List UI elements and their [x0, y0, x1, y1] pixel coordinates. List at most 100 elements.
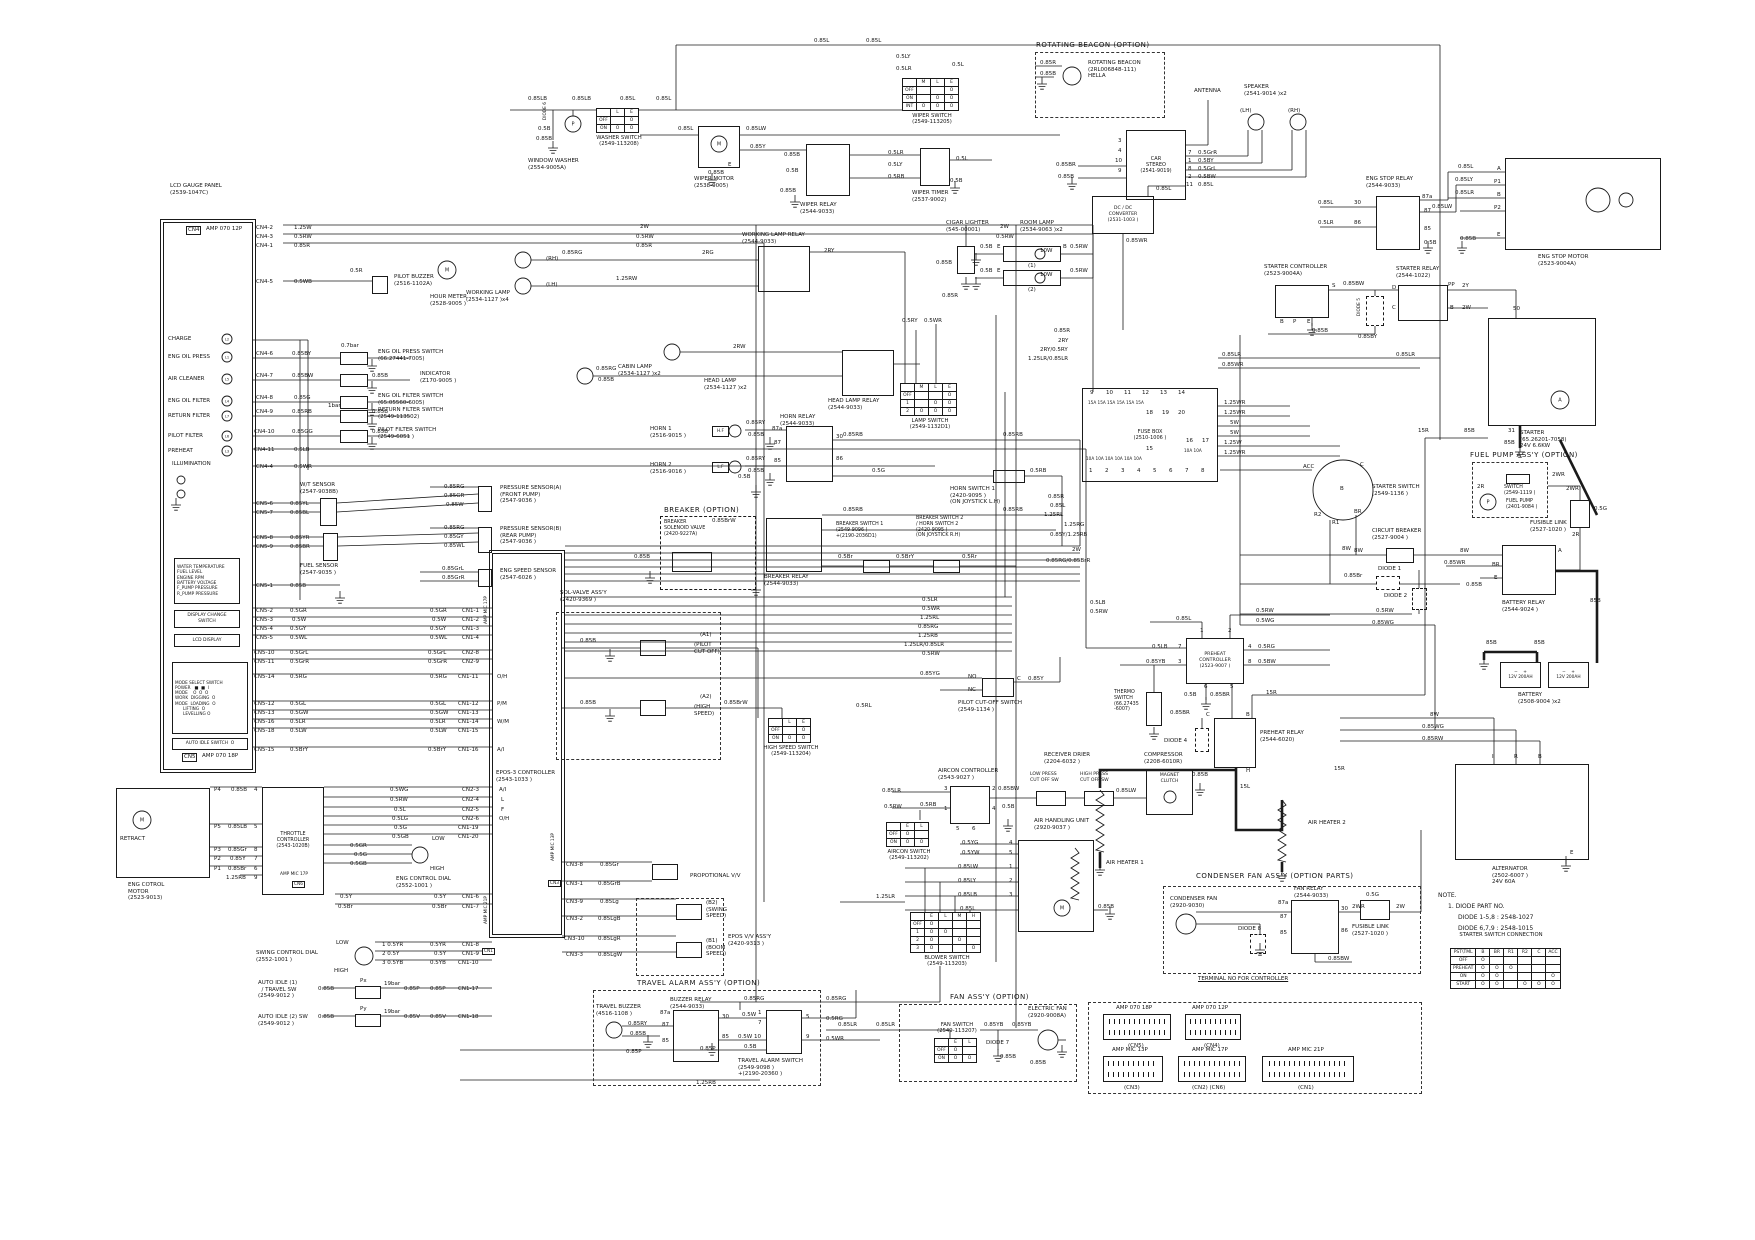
wire-label: DIODE 8: [1238, 926, 1262, 932]
wire-label: 0.85LR: [876, 1022, 896, 1028]
wire-label: 0.85LW: [958, 864, 979, 870]
wire-label: 7: [758, 1020, 762, 1026]
wire-label: 0.85Gr: [600, 862, 619, 868]
wire-label: O/H: [497, 674, 508, 680]
pilot-cutoff-box: [982, 678, 1014, 697]
wire-label: CN3-10: [564, 936, 585, 942]
electric-fan-label: ELECTRIC FAN (2920-9008A): [1028, 1006, 1067, 1019]
condenser-fan-label: CONDENSER FAN (2920-9030): [1170, 896, 1218, 909]
wiper-motor-label: WIPER MOTOR (2538-9005): [694, 176, 735, 189]
rotating-beacon-label: ROTATING BEACON (2RL006848-111) HELLA: [1088, 60, 1141, 80]
wire-label: 0.85B: [318, 986, 335, 992]
wire-label: 5: [1153, 468, 1157, 474]
horn1-circle: [728, 424, 742, 438]
starter-switch-connection-cell: [1489, 956, 1505, 965]
wire-label: 1bar: [328, 403, 341, 409]
fan-switch-cell: O: [948, 1046, 963, 1055]
lamp-switch-col: [900, 383, 915, 392]
wiper-motor-box: [698, 126, 740, 168]
wire-label: 0.5LB: [1090, 600, 1106, 606]
wire-label: CN1-15: [458, 728, 479, 734]
wire-label: 0.85RB: [843, 432, 863, 438]
wire-label: 0.5WR: [922, 606, 941, 612]
fusible-link-2: [1360, 900, 1390, 920]
breaker-solenoid-label: BREAKER SOLENOID VALVE (2420-9227A): [664, 520, 706, 537]
wire-label: (CN3): [1124, 1085, 1140, 1091]
washer-switch-col: [596, 108, 611, 117]
wire-label: CN4-6: [256, 351, 273, 357]
wire-label: 0.5B: [950, 178, 963, 184]
wiper-switch-col: [902, 78, 917, 87]
wire-label: 0.5Br: [838, 554, 853, 560]
wire-label: 15L: [1240, 784, 1251, 790]
wire-label: 0.85B: [1000, 1054, 1017, 1060]
wire-label: 0.85B: [708, 170, 725, 176]
wire-label: E: [997, 268, 1001, 274]
wiper-relay: [806, 144, 850, 196]
wire-label: 2R: [1477, 484, 1485, 490]
wire-label: 1.25RL: [1044, 512, 1064, 518]
wire-label: 0.85LW: [1116, 788, 1137, 794]
wire-label: 1.25LR/0.85LR: [1028, 356, 1069, 362]
blower-switch-cell: OFF: [910, 920, 925, 929]
ground-symbol: [950, 181, 960, 194]
wire-label: (CN2) (CN6): [1192, 1085, 1226, 1091]
pilot-filter-switch-glyph: [340, 430, 368, 443]
wire-label: 0.5LR: [430, 719, 446, 725]
room-lamp-label: ROOM LAMP (2534-9063 )x2: [1020, 220, 1063, 233]
wire-label: 1.25WR: [1224, 450, 1246, 456]
wire-label: 0.5GrL: [428, 650, 447, 656]
throttle-controller: THROTTLE CONTROLLER (2543-1020B): [262, 787, 324, 895]
wire-label: CN1-12: [458, 701, 479, 707]
illum-lamp-1: [176, 475, 186, 485]
breaker-solenoid-glyph: [672, 552, 712, 572]
starter-switch-connection-cell: O: [1489, 964, 1505, 973]
wire-label: 0.85B: [1466, 582, 1483, 588]
epos-controller-label: EPOS-3 CONTROLLER (2543-1033 ): [496, 770, 556, 783]
blower-switch-cell: [952, 920, 967, 929]
wire-label: 16: [1186, 438, 1193, 444]
wire-label: 0.5RB: [888, 174, 905, 180]
starter-switch-connection-cell: PREHEAT: [1449, 964, 1477, 973]
lamp-charge: CHARGE: [168, 336, 192, 342]
fan-switch-col: [934, 1038, 949, 1047]
wire-label: 0.85L: [656, 96, 672, 102]
lamp-oil-filter: ENG OIL FILTER: [168, 398, 211, 404]
wire-label: HIGH PRESS CUT OFF SW: [1080, 772, 1109, 783]
blower-switch-cell: O: [966, 944, 981, 953]
preheat-controller: PREHEAT CONTROLLER (2523-9007 ): [1186, 638, 1244, 684]
wire-label: 0.85P: [430, 986, 446, 992]
room-bulb-2: [1034, 272, 1046, 284]
wire-label: 0.5B: [1424, 240, 1437, 246]
wire-label: 20: [1178, 410, 1185, 416]
wire-label: CN5-6: [256, 501, 273, 507]
eng-ctrl-motor-m-letter: M: [140, 818, 144, 824]
starter-box: [1488, 318, 1596, 426]
wire-label: 11: [1124, 390, 1131, 396]
lcd-gauge-panel: [160, 219, 256, 773]
thermo-switch-glyph: [1146, 692, 1162, 726]
wire-label: 1.25RL: [920, 615, 940, 621]
starter-switch-connection-cell: [1503, 956, 1519, 965]
receiver-drier-label: RECEIVER DRIER (2204-6032 ): [1044, 752, 1091, 765]
wire-label: CN4-2: [256, 225, 273, 231]
breaker-switch-1-glyph: [863, 560, 890, 573]
wire-label: 0.85BR: [290, 544, 310, 550]
wire-label: 0.85B: [634, 554, 651, 560]
wire-label: 8: [1188, 166, 1192, 172]
blower-switch-cell: 1: [910, 928, 925, 937]
wire-label: 0.5GL: [290, 701, 307, 707]
wire-label: CN1-7: [462, 904, 479, 910]
wire-label: DIODE 4: [1164, 738, 1188, 744]
wire-label: 85: [774, 458, 781, 464]
wire-label: A/I: [499, 787, 507, 793]
starter-switch-label: STARTER SWITCH (2549-1136 ): [1372, 484, 1420, 497]
wire-label: 0.85P: [700, 1046, 716, 1052]
wire-label: P2: [1494, 205, 1501, 211]
starter-switch-connection-cell: O: [1489, 972, 1505, 981]
pressure-sensor-b-conn: [478, 527, 492, 553]
thick-wire: [1558, 439, 1599, 516]
auto-idle-2-label: AUTO IDLE (2) SW (2549-9012 ): [258, 1014, 308, 1027]
fan-switch-cell: O: [962, 1054, 977, 1063]
